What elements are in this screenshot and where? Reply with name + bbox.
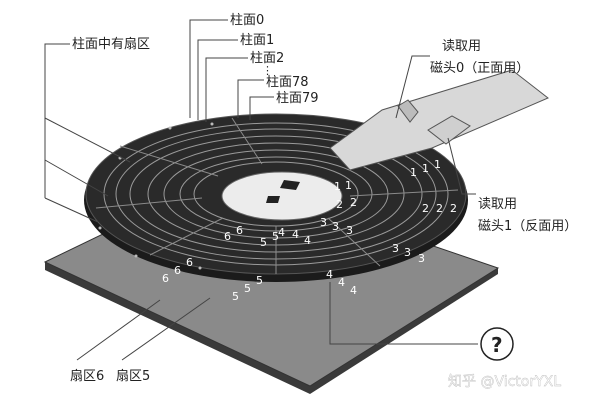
label-surface79: 柱面79 [276, 91, 319, 106]
read-arm-1 [427, 115, 471, 145]
sector-num-1d: 1 [422, 162, 429, 175]
label-head0-line2: 磁头0（正面用） [430, 61, 529, 76]
read-arm-0-tip [397, 99, 419, 123]
label-sector-in-cylinder: 柱面中有扇区 [72, 36, 150, 52]
label-surface0: 柱面0 [230, 13, 264, 28]
sector-num-4d: 4 [326, 268, 333, 281]
sector-num-3f: 3 [418, 252, 425, 265]
question-circle [480, 327, 514, 361]
label-surface78: 柱面78 [266, 75, 309, 90]
sector-num-2e: 2 [450, 202, 457, 215]
sector-num-6a: 6 [224, 230, 231, 243]
sector-num-1e: 1 [434, 158, 441, 171]
sector-num-3d: 3 [392, 242, 399, 255]
sector-num-5c: 5 [232, 290, 239, 303]
spindle-hub [221, 171, 343, 221]
leader-lines [44, 19, 478, 361]
sector-num-4e: 4 [338, 276, 345, 289]
label-head1-line2: 磁头1（反面用） [478, 219, 577, 234]
read-arm-0 [329, 69, 549, 171]
sector-num-4a: 4 [278, 226, 285, 239]
label-sector6: 扇区6 [70, 368, 104, 384]
sector-num-6e: 6 [186, 256, 193, 269]
base-plate-side [45, 262, 498, 394]
hub-marker-top [280, 180, 300, 190]
sector-num-4f: 4 [350, 284, 357, 297]
label-dots: ⋮ [262, 64, 273, 77]
label-surface2: 柱面2 [250, 51, 284, 66]
sector-num-3a: 3 [320, 216, 327, 229]
sector-marks [98, 122, 214, 270]
sector-num-4c: 4 [304, 234, 311, 247]
sector-num-5e: 5 [256, 274, 263, 287]
sector-num-5d: 5 [244, 282, 251, 295]
sector-num-5b: 5 [272, 230, 279, 243]
sector-num-6c: 6 [162, 272, 169, 285]
sector-num-6b: 6 [236, 224, 243, 237]
question-mark: ? [491, 333, 503, 357]
sector-num-2b: 2 [350, 196, 357, 209]
sector-num-2d: 2 [436, 202, 443, 215]
sector-num-1a: 1 [334, 180, 341, 193]
sector-num-2a: 2 [336, 198, 343, 211]
label-head1-line1: 读取用 [478, 197, 517, 212]
hub-marker-bottom [266, 196, 280, 203]
sector-num-3c: 3 [346, 224, 353, 237]
sector-numbers: 1 1 1 1 1 2 2 2 2 2 3 3 3 3 3 3 4 4 4 4 … [162, 158, 457, 303]
sector-dividers [95, 117, 459, 274]
sector-num-1b: 1 [345, 179, 352, 192]
sector-num-3b: 3 [332, 220, 339, 233]
sector-num-5a: 5 [260, 236, 267, 249]
sector-num-3e: 3 [404, 246, 411, 259]
label-sector5: 扇区5 [116, 368, 150, 384]
label-head0-line1: 读取用 [442, 39, 481, 54]
sector-num-1c: 1 [410, 166, 417, 179]
label-surface1: 柱面1 [240, 33, 274, 48]
sector-num-6d: 6 [174, 264, 181, 277]
sector-num-4b: 4 [292, 228, 299, 241]
sector-num-2c: 2 [422, 202, 429, 215]
watermark: 知乎 @VictorYXL [448, 373, 561, 390]
